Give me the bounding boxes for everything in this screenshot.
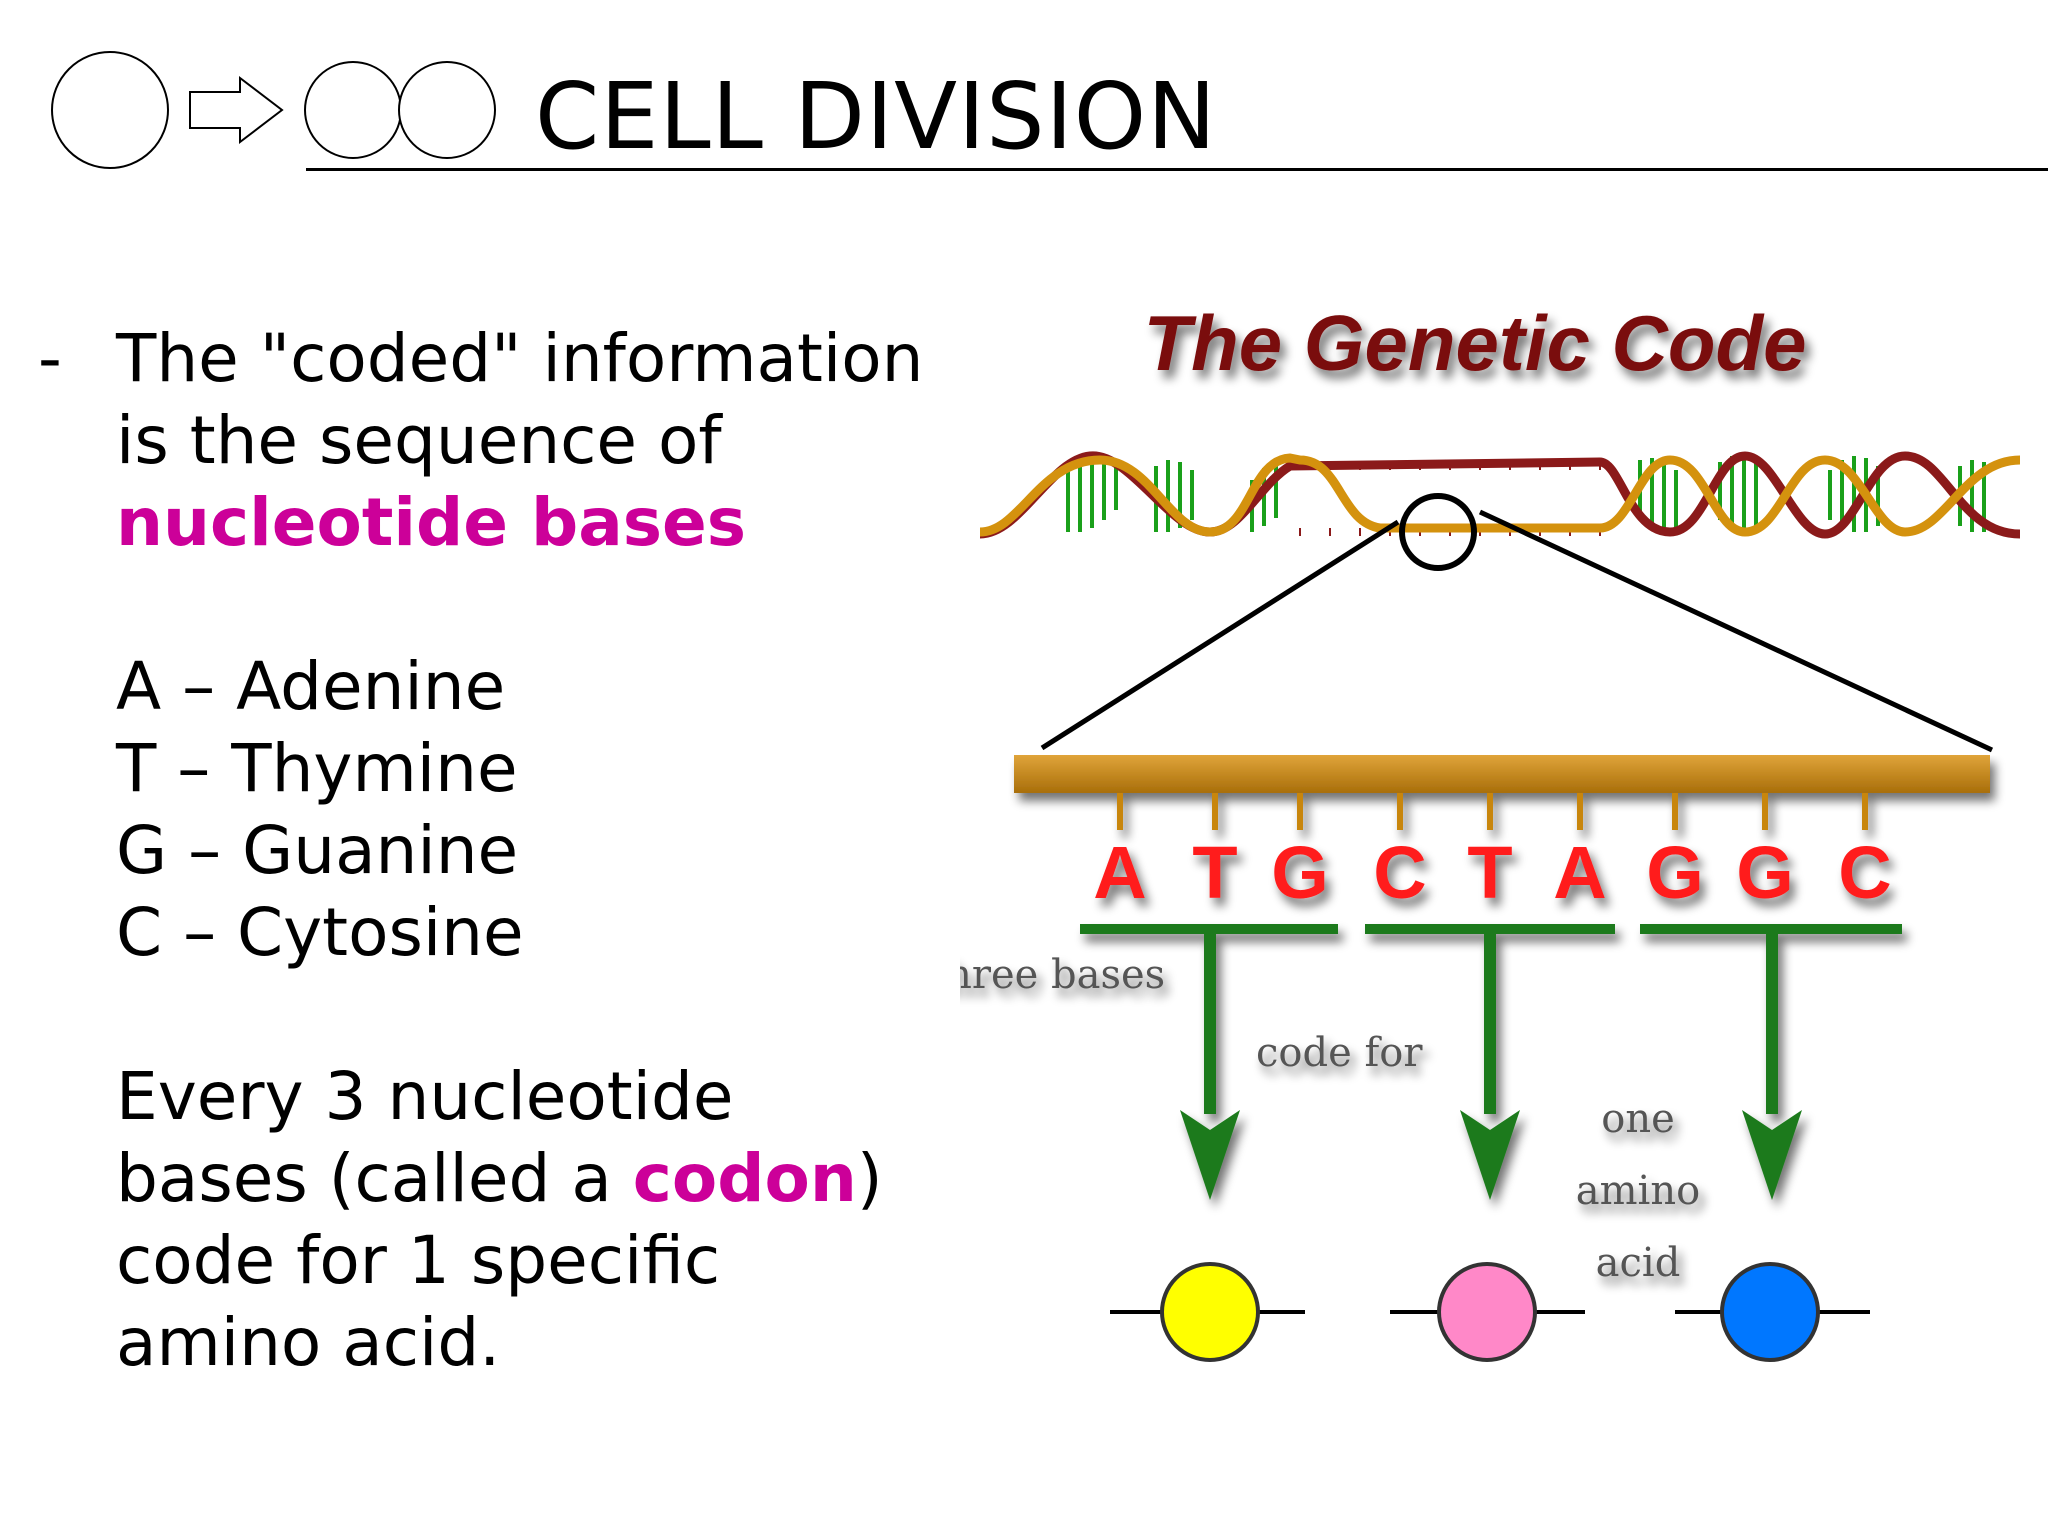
magnifier <box>1040 493 1994 753</box>
amino-acid-yellow <box>1160 1262 1260 1362</box>
codon-arrows <box>1080 924 1902 1200</box>
cell-division-logo <box>51 51 496 169</box>
body-line: code for 1 specific <box>116 1222 721 1299</box>
dna-single-strand <box>1014 755 1990 830</box>
body-line: Every 3 nucleotide <box>116 1058 734 1135</box>
dna-strand-gold <box>979 453 2021 537</box>
label-three-bases: three bases <box>960 952 1165 998</box>
base-letter: T <box>1467 831 1512 914</box>
base-definition: A – Adenine <box>116 648 506 725</box>
zoom-circle-icon <box>1399 493 1477 571</box>
body-text: The "coded" information is the sequence … <box>116 318 966 1384</box>
slide-title: CELL DIVISION <box>535 63 1217 170</box>
label-code-for: code for <box>1256 1030 1423 1076</box>
base-letter: G <box>1271 831 1329 914</box>
highlight-codon: codon <box>632 1140 857 1217</box>
codon-arrow <box>1640 924 1902 1200</box>
amino-acid-blue <box>1720 1262 1820 1362</box>
base-letter: A <box>1553 831 1606 914</box>
base-letter: A <box>1093 831 1146 914</box>
base-letter: C <box>1838 831 1891 914</box>
arrow-right-icon <box>189 75 284 145</box>
base-letter: G <box>1646 831 1704 914</box>
codon-arrow <box>1080 924 1338 1200</box>
label-acid: acid <box>1596 1240 1681 1286</box>
title-divider <box>306 168 2048 171</box>
base-letter: C <box>1373 831 1426 914</box>
label-amino: amino <box>1576 1168 1700 1214</box>
base-definition: T – Thymine <box>116 730 518 807</box>
base-definition: C – Cytosine <box>116 894 524 971</box>
body-line: amino acid. <box>116 1304 501 1381</box>
highlight-nucleotide-bases: nucleotide bases <box>116 484 747 561</box>
genetic-code-figure: The Genetic Code <box>960 270 2040 1410</box>
label-one: one <box>1601 1096 1675 1142</box>
figure-title: The Genetic Code <box>1143 299 1806 387</box>
body-text-fragment: ) <box>856 1140 883 1217</box>
base-definition: G – Guanine <box>116 812 519 889</box>
daughter-cell-icon <box>304 61 402 159</box>
body-line: The "coded" information <box>116 320 924 397</box>
body-text-fragment: bases (called a <box>116 1140 633 1217</box>
bullet-marker: - <box>38 320 62 397</box>
amino-acid-pink <box>1437 1262 1537 1362</box>
daughter-cell-icon <box>398 61 496 159</box>
base-letter: G <box>1736 831 1794 914</box>
base-letter: T <box>1192 831 1237 914</box>
body-line: bases (called a codon) <box>116 1138 966 1220</box>
single-cell-icon <box>51 51 169 169</box>
amino-acid-chain <box>1110 1262 1870 1362</box>
body-line: is the sequence of <box>116 402 722 479</box>
dna-helix <box>979 451 2021 539</box>
codon-arrow <box>1365 924 1615 1200</box>
